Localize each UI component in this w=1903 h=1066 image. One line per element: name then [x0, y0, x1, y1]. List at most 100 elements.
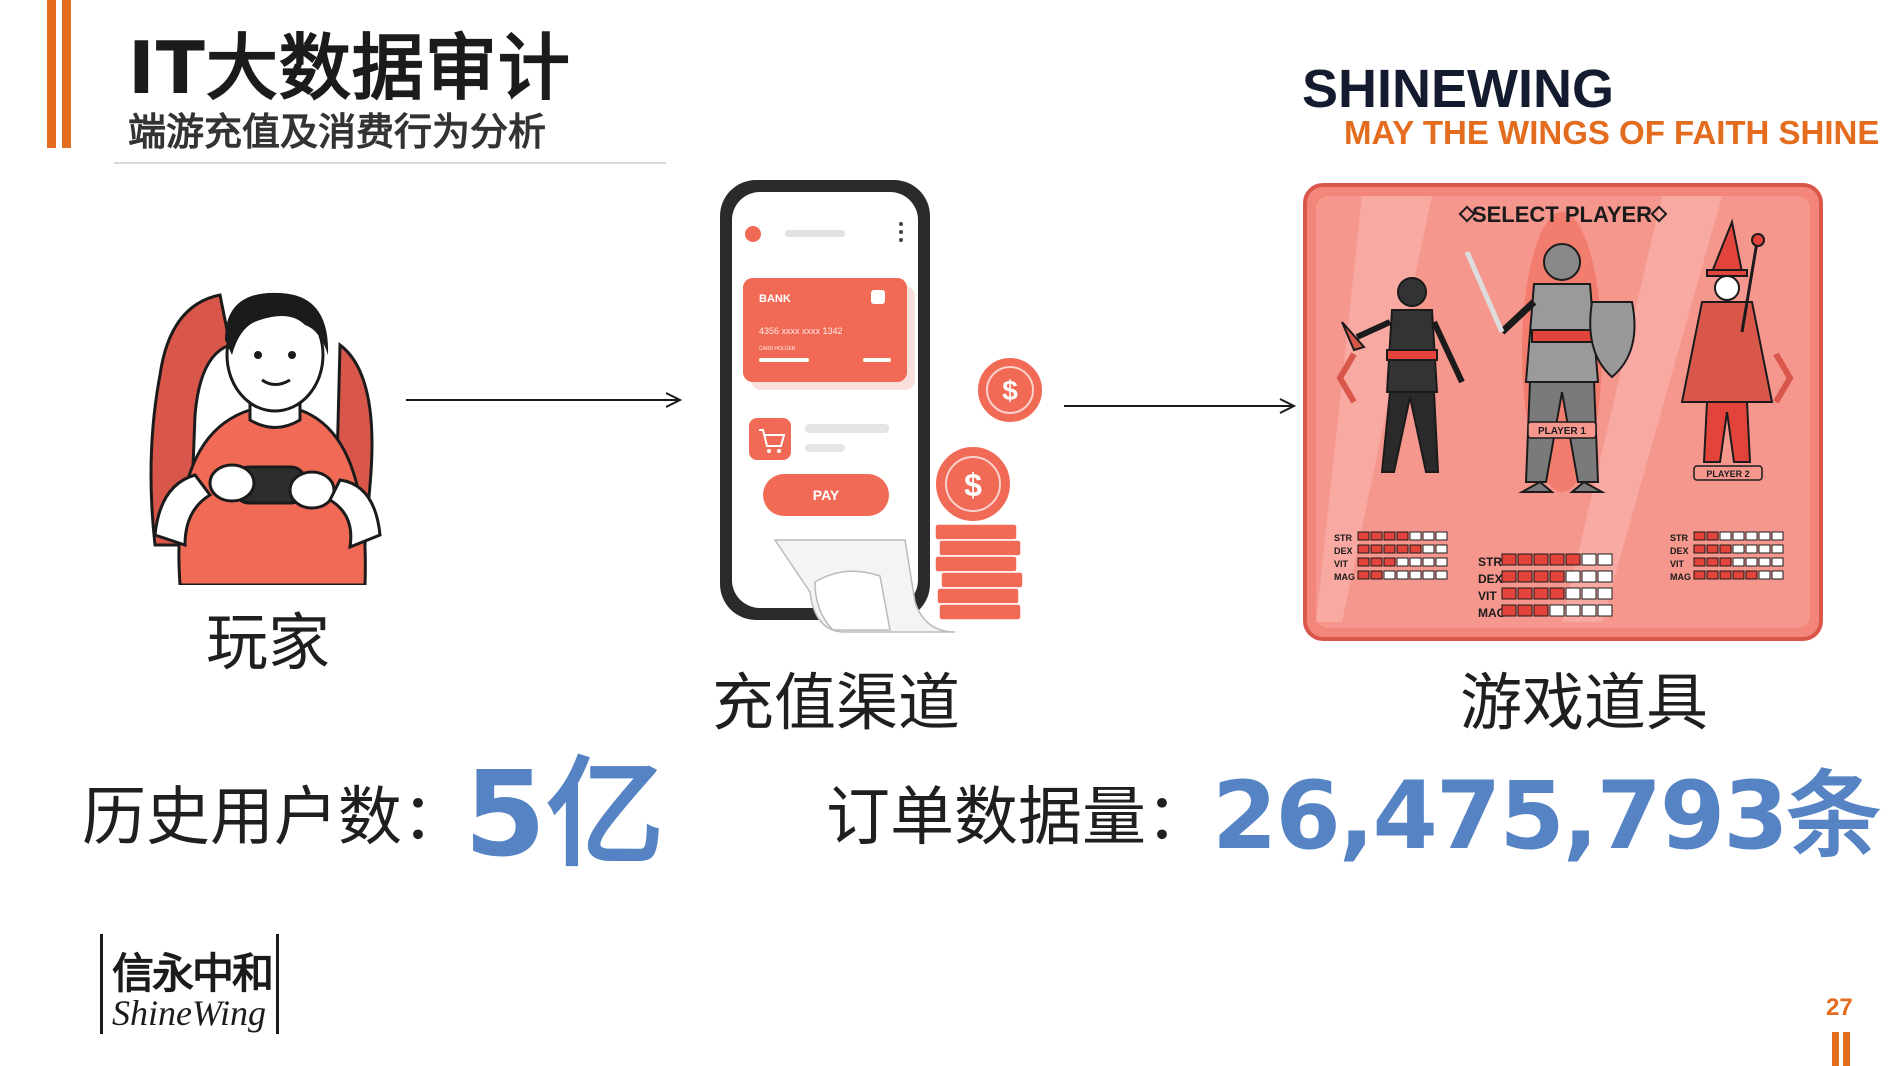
stat-block: [1732, 544, 1745, 554]
stat-block: [1758, 531, 1771, 541]
stat-block: [1357, 531, 1370, 541]
stat-block: [1758, 544, 1771, 554]
arrow-player-to-channel: [406, 392, 683, 408]
stat-name-label: DEX: [1478, 572, 1503, 586]
orders-label: 订单数据量：: [826, 781, 1210, 855]
stat-block: [1517, 587, 1533, 600]
stat-block: [1396, 570, 1409, 580]
stat-name-label: VIT: [1478, 589, 1497, 603]
stat-block: [1549, 587, 1565, 600]
coin-symbol-bottom: $: [964, 467, 982, 503]
stat-block: [1771, 570, 1784, 580]
logo-left-rule: [100, 934, 103, 1034]
stat-block: [1422, 544, 1435, 554]
page-number: 27: [1826, 994, 1853, 1021]
stat-block: [1357, 544, 1370, 554]
stat-name-label: DEX: [1334, 546, 1353, 556]
title-divider: [114, 162, 666, 164]
stat-block: [1533, 553, 1549, 566]
stat-block: [1370, 544, 1383, 554]
stat-block: [1383, 570, 1396, 580]
stat-block: [1409, 557, 1422, 567]
stat-block: [1771, 544, 1784, 554]
users-value: 5亿: [464, 745, 665, 883]
stat-block: [1693, 570, 1706, 580]
caption-player: 玩家: [206, 606, 331, 679]
stat-block: [1719, 557, 1732, 567]
stat-block: [1383, 531, 1396, 541]
stat-block: [1706, 544, 1719, 554]
stat-block: [1422, 557, 1435, 567]
stat-block: [1758, 570, 1771, 580]
stat-block: [1370, 557, 1383, 567]
stat-block: [1581, 604, 1597, 617]
stat-block: [1732, 531, 1745, 541]
player1-label: PLAYER 1: [1538, 426, 1586, 437]
stat-block: [1706, 570, 1719, 580]
stat-block: [1565, 587, 1581, 600]
stat-block: [1409, 544, 1422, 554]
stat-block: [1693, 557, 1706, 567]
stat-block: [1732, 570, 1745, 580]
stat-block: [1517, 553, 1533, 566]
stat-block: [1565, 604, 1581, 617]
stat-block: [1565, 570, 1581, 583]
stat-block: [1597, 604, 1613, 617]
stat-block: [1758, 557, 1771, 567]
stat-block: [1357, 570, 1370, 580]
stat-name-label: VIT: [1670, 559, 1685, 569]
stat-block: [1533, 587, 1549, 600]
stat-block: [1745, 557, 1758, 567]
stat-block: [1409, 570, 1422, 580]
stat-block: [1396, 557, 1409, 567]
stat-block: [1706, 531, 1719, 541]
stat-block: [1549, 553, 1565, 566]
stat-block: [1533, 570, 1549, 583]
pay-button-label: PAY: [813, 487, 840, 503]
stat-block: [1597, 553, 1613, 566]
stat-block: [1396, 544, 1409, 554]
stat-name-label: MAG: [1334, 572, 1355, 582]
stat-name-label: STR: [1670, 533, 1689, 543]
card-number-text: 4356 xxxx xxxx 1342: [759, 326, 843, 336]
player2-label: PLAYER 2: [1706, 469, 1749, 479]
users-label: 历史用户数：: [82, 781, 466, 855]
slide-title: IT大数据审计: [128, 26, 571, 110]
stat-block: [1501, 604, 1517, 617]
stat-block: [1706, 557, 1719, 567]
stat-block: [1435, 557, 1448, 567]
stat-block: [1549, 570, 1565, 583]
stat-block: [1693, 531, 1706, 541]
stat-block: [1357, 557, 1370, 567]
footer-accent-bar-right: [1843, 1032, 1850, 1066]
stat-block: [1409, 531, 1422, 541]
stat-block: [1732, 557, 1745, 567]
logo-right-rule: [276, 934, 279, 1034]
stat-block: [1719, 570, 1732, 580]
stat-name-label: DEX: [1670, 546, 1689, 556]
stat-block: [1435, 544, 1448, 554]
select-player-title: SELECT PLAYER: [1472, 202, 1652, 227]
logo-english: ShineWing: [112, 993, 266, 1033]
stat-block: [1435, 531, 1448, 541]
stat-name-label: MAG: [1478, 606, 1506, 620]
coin-symbol-top: $: [1002, 375, 1018, 406]
stat-block: [1693, 544, 1706, 554]
stat-block: [1370, 531, 1383, 541]
stat-name-label: MAG: [1670, 572, 1691, 582]
stat-block: [1533, 604, 1549, 617]
stat-block: [1745, 544, 1758, 554]
header-accent-bar-left: [47, 0, 56, 148]
stat-block: [1597, 570, 1613, 583]
stat-block: [1501, 553, 1517, 566]
stat-name-label: VIT: [1334, 559, 1349, 569]
stat-block: [1719, 531, 1732, 541]
logo-chinese: 信永中和: [112, 949, 274, 998]
stat-block: [1565, 553, 1581, 566]
stat-block: [1597, 587, 1613, 600]
game-select-player-illustration: SELECT PLAYER PLAYER 1 PLAYER 2: [1303, 183, 1823, 641]
stat-block: [1771, 557, 1784, 567]
stat-block: [1501, 587, 1517, 600]
header-accent-bar-right: [62, 0, 71, 148]
